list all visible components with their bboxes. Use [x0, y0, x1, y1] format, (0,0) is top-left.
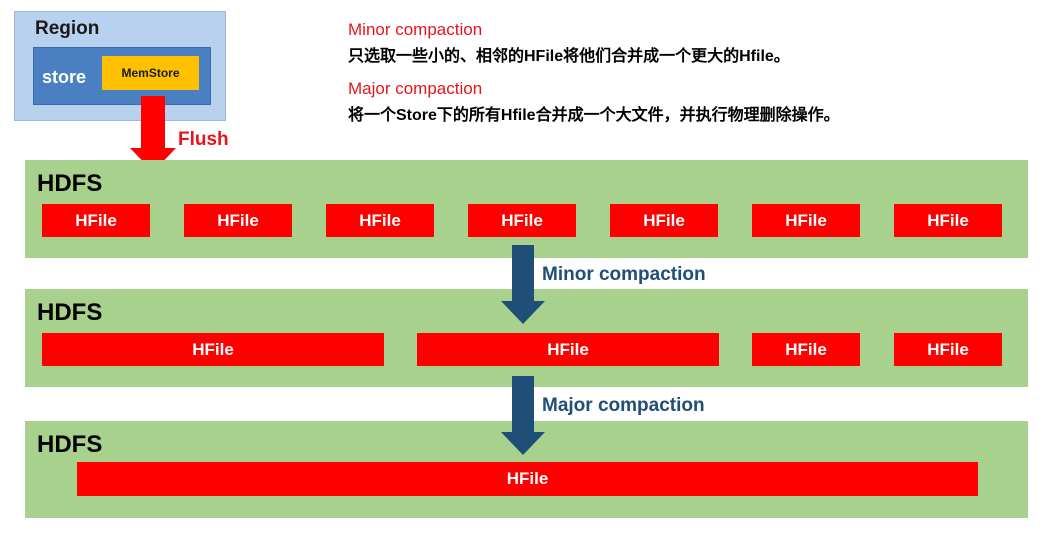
hfile-block: HFile	[752, 333, 860, 366]
region-label: Region	[35, 18, 100, 39]
region-box: Region store MemStore	[14, 11, 226, 121]
major-compaction-arrow-icon	[501, 376, 545, 455]
hfile-block: HFile	[42, 333, 384, 366]
hdfs-label: HDFS	[37, 431, 103, 458]
hfile-block: HFile	[326, 204, 434, 237]
hfile-block: HFile	[42, 204, 150, 237]
minor-compaction-arrow-icon	[501, 245, 545, 324]
hdfs-band: HDFS HFile HFile HFile HFile	[25, 289, 1028, 387]
hfile-block: HFile	[752, 204, 860, 237]
store-box: store MemStore	[33, 47, 211, 105]
hfile-block: HFile	[468, 204, 576, 237]
hfile-block: HFile	[417, 333, 719, 366]
minor-compaction-arrow-label: Minor compaction	[542, 264, 706, 285]
minor-compaction-title: Minor compaction	[348, 20, 483, 39]
hfile-block: HFile	[894, 204, 1002, 237]
major-compaction-arrow-label: Major compaction	[542, 395, 705, 416]
store-label: store	[42, 67, 87, 87]
minor-compaction-description: 只选取一些小的、相邻的HFile将他们合并成一个更大的Hfile。	[348, 48, 790, 65]
hdfs-band: HDFS HFile HFile HFile HFile HFile HFile…	[25, 160, 1028, 258]
hfile-block: HFile	[77, 462, 978, 496]
hfile-block: HFile	[610, 204, 718, 237]
flush-label: Flush	[178, 129, 229, 150]
hfile-block: HFile	[184, 204, 292, 237]
hdfs-label: HDFS	[37, 170, 103, 197]
major-compaction-title: Major compaction	[348, 79, 483, 98]
hdfs-label: HDFS	[37, 299, 103, 326]
memstore-box: MemStore	[102, 56, 199, 90]
flush-arrow-icon	[130, 96, 176, 172]
major-compaction-description: 将一个Store下的所有Hfile合并成一个大文件，并执行物理删除操作。	[348, 107, 840, 124]
hfile-block: HFile	[894, 333, 1002, 366]
